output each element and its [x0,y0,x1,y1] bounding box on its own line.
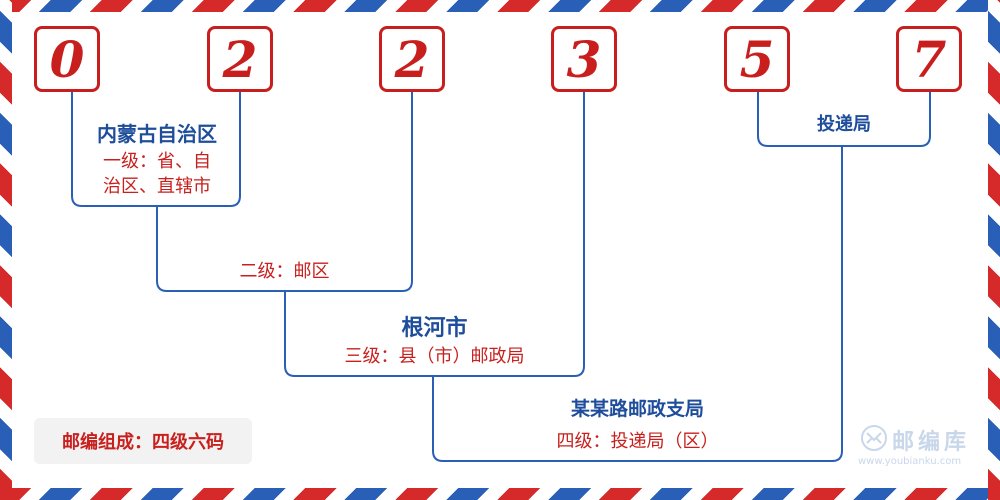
postcode-digit-2: 2 [207,26,273,92]
airmail-border-top [0,0,1000,12]
postcode-digit-4: 3 [551,26,617,92]
level4-description: 四级：投递局（区） [556,431,719,452]
delivery-bureau-label: 投递局 [817,114,871,135]
level1-description-line2: 治区、直辖市 [103,176,211,197]
postcode-digit-1: 0 [34,26,100,92]
level3-city-name: 根河市 [401,316,468,341]
postcode-digit-3: 2 [379,26,445,92]
level2-description: 二级：邮区 [239,261,330,282]
bracket-delivery [757,92,931,147]
watermark-url: www.youbianku.com [858,456,962,467]
bracket-level4 [432,146,843,462]
airmail-border-right [988,0,1000,500]
airmail-border-bottom [0,488,1000,500]
airmail-border-left [0,0,12,500]
postcode-composition-tag: 邮编组成：四级六码 [34,418,252,464]
postcode-digit-5: 5 [724,26,790,92]
watermark-brand-name: 邮编库 [892,430,971,455]
level1-description-line1: 一级：省、自 [103,151,211,172]
level4-branch-name: 某某路邮政支局 [570,398,704,420]
envelope-icon [861,425,887,451]
level1-region-name: 内蒙古自治区 [97,122,217,146]
postcode-digit-6: 7 [896,26,962,92]
level3-description: 三级：县（市）邮政局 [344,346,525,367]
bracket-level3 [284,92,585,377]
